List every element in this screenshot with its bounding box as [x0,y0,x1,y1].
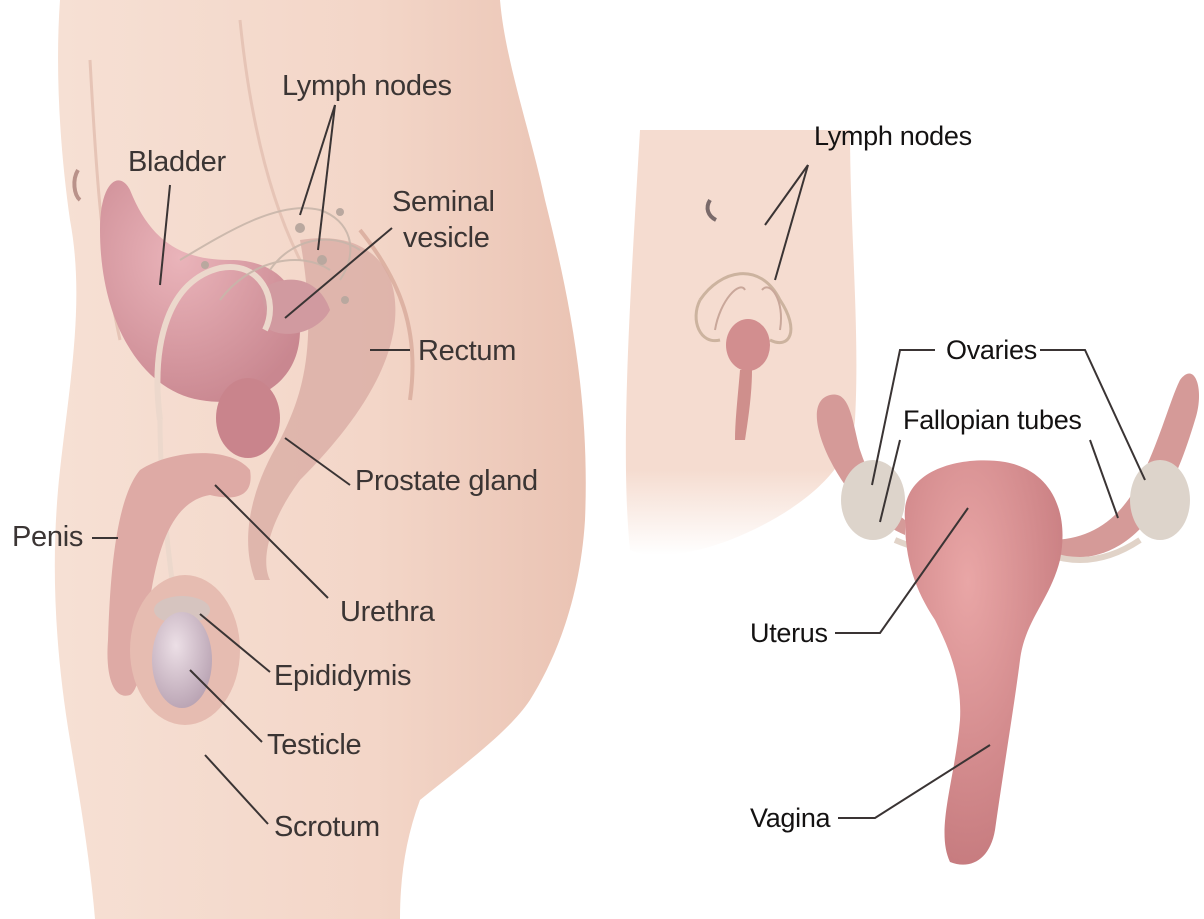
testicle-organ [152,612,212,708]
label-seminal-vesicle-line2: vesicle [403,224,490,253]
left-ovary [841,460,905,540]
label-lymph-nodes-male: Lymph nodes [282,72,452,101]
label-rectum: Rectum [418,337,516,366]
label-lymph-nodes-female: Lymph nodes [814,123,972,150]
label-uterus: Uterus [750,620,828,647]
label-urethra: Urethra [340,598,435,627]
female-figure [626,130,1199,865]
label-penis: Penis [12,523,83,552]
label-prostate-gland: Prostate gland [355,467,538,496]
uterus-organ [905,460,1063,864]
male-figure [55,0,586,919]
male-body-silhouette [55,0,586,919]
label-ovaries: Ovaries [946,337,1037,364]
right-ovary [1130,460,1190,540]
prostate-organ [216,378,280,458]
label-vagina: Vagina [750,805,830,832]
label-fallopian-tubes: Fallopian tubes [903,407,1082,434]
label-seminal-vesicle-line1: Seminal [392,188,495,217]
label-epididymis: Epididymis [274,662,411,691]
label-bladder: Bladder [128,148,226,177]
label-scrotum: Scrotum [274,813,380,842]
label-testicle: Testicle [267,731,361,760]
